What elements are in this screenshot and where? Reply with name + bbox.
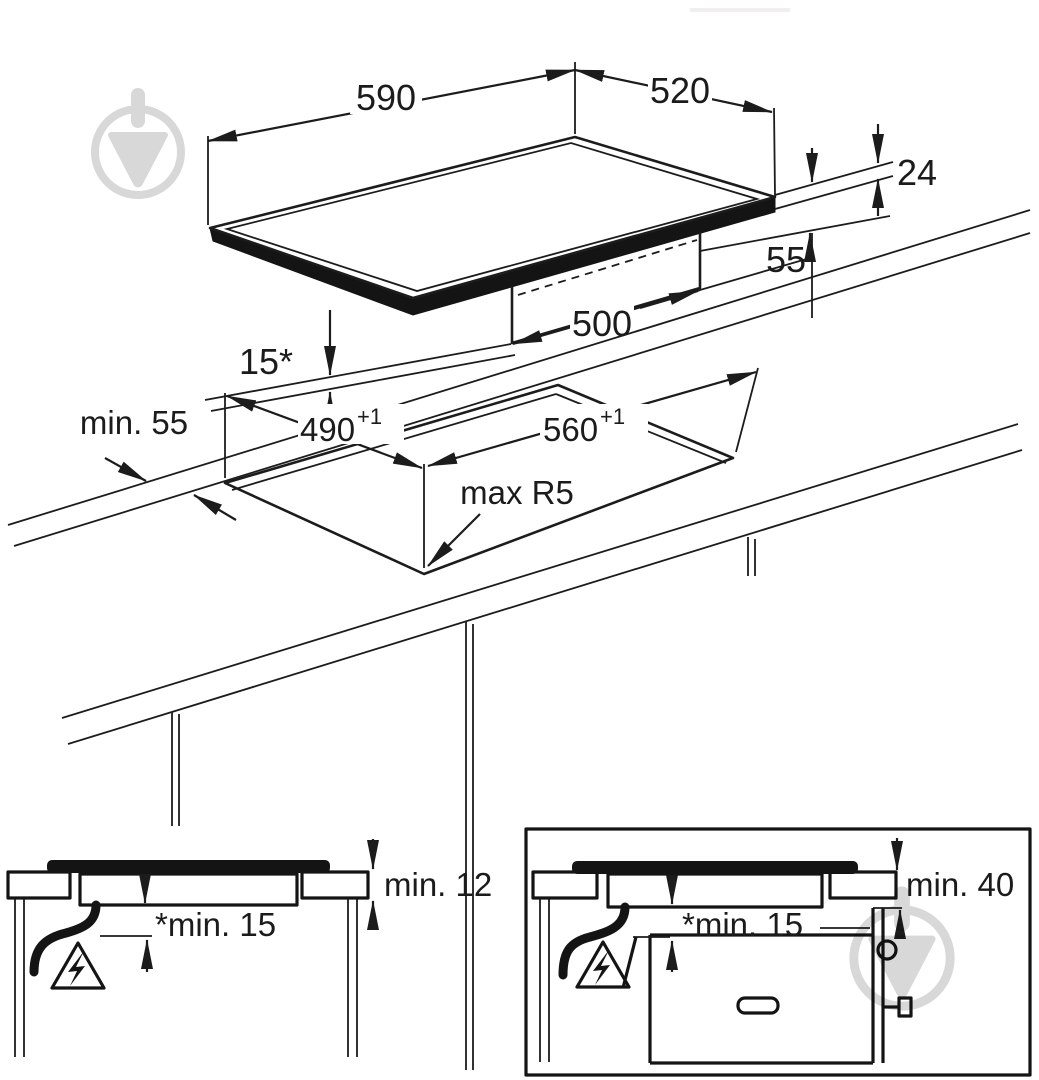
label-bg [350,80,422,114]
dim-15-label: 15* [239,341,293,382]
dim-min15-right-label: *min. 15 [682,906,803,943]
dim-500-arrow-right [639,289,699,310]
worktop-back-edge-top [7,209,1031,526]
dim-490-tolerance: +1 [357,404,382,429]
worktop-projection-left-top [204,343,512,401]
min55-arrow-1 [104,457,147,482]
dim-55-label: 55 [766,239,806,280]
hob-glass-section-2 [572,861,858,874]
dim-590-label: 590 [356,77,416,118]
min55-arrow-2 [193,494,237,521]
casing-dashed-edge [517,239,698,296]
dim-560-label: 560 [543,411,598,448]
worktop-block-right [300,870,370,900]
power-cable-2 [558,902,630,980]
maxR5-arrow [427,513,481,567]
dim-min12-label: min. 12 [384,866,492,903]
profile-line-bottom [774,175,894,210]
worktop-projection-right [699,215,891,252]
label-bg [452,470,582,510]
ext-520-right [773,107,776,197]
electrical-hazard-icon [50,941,106,990]
electrical-hazard-icon-2 [575,940,631,989]
panel-border [524,827,1032,1077]
hob-glass-top [208,135,777,300]
oven-handle-slot [736,996,780,1015]
label-bg [570,306,634,340]
dimline-500-ext [699,257,811,291]
label-bg [540,404,648,444]
worktop-block-left [6,870,72,900]
dim-490-label: 490 [300,411,355,448]
profile-line-top [774,161,894,196]
worktop-cutout-view: 490 +1 560 +1 min. 55 max R5 [7,209,1031,1070]
hob-glass-inner-frame [223,142,761,292]
dim-min40-label: min. 40 [906,866,1014,903]
worktop-front-edge-top [61,423,1019,719]
power-cable [29,900,101,977]
scan-artifact [690,8,790,12]
hob-glass-section [47,860,330,873]
cabinet-legs [171,537,756,1070]
hob-top-view: 590 520 24 55 500 15* [204,62,937,442]
dim-min15-left-label: *min. 15 [155,906,276,943]
dim-24-label: 24 [897,152,937,193]
hob-casing-section [78,872,299,907]
worktop-block-right-2 [828,870,898,900]
dim-560-tolerance: +1 [600,404,625,429]
dim-min55-label: min. 55 [80,404,188,441]
worktop-front-edge-bottom [67,449,1023,745]
section-view-left: *min. 15 min. 12 [6,839,492,1057]
watermark-logo-icon-top [95,88,181,195]
section-view-right: *min. 15 min. 40 [524,827,1032,1077]
ext-560-right [735,367,759,453]
hob-casing-section-2 [606,872,824,909]
dim-520-label: 520 [650,70,710,111]
worktop-block-left-2 [531,870,599,900]
label-bg [298,404,404,444]
dim-maxR5-label: max R5 [460,474,574,511]
label-bg [648,74,712,105]
dim-500-label: 500 [572,303,632,344]
watermark-logo-icon-bottom [854,886,950,1006]
